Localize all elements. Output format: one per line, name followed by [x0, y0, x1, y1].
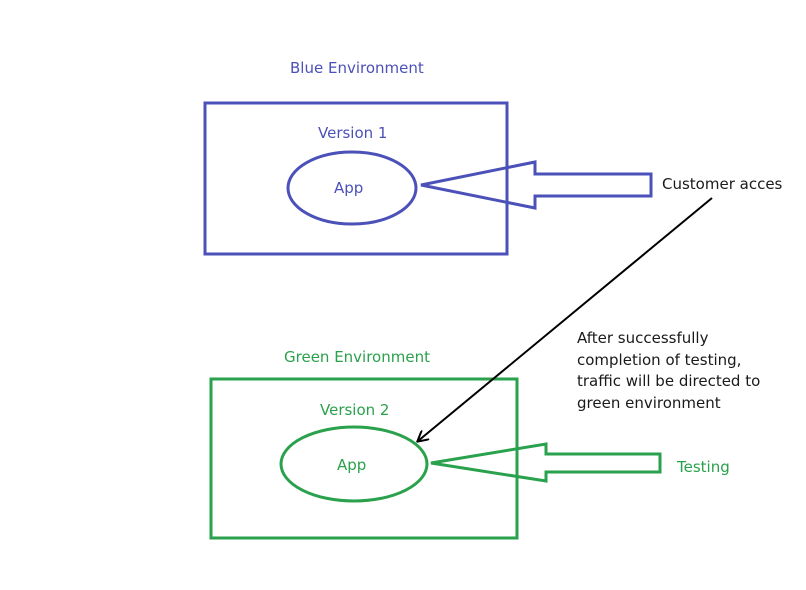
customer-traffic-arrow — [420, 160, 653, 210]
redirect-connector-arrow — [418, 197, 713, 441]
customer-access-label: Customer acces — [662, 175, 783, 193]
switch-note: After successfully completion of testing… — [577, 329, 761, 412]
testing-label: Testing — [677, 458, 730, 476]
blue-app-node — [286, 150, 418, 226]
green-app-node — [279, 425, 429, 503]
blue-environment-title: Blue Environment — [290, 59, 424, 77]
green-environment-title: Green Environment — [284, 348, 430, 366]
green-environment-box — [209, 377, 519, 540]
blue-version-label: Version 1 — [318, 124, 388, 142]
green-app-label: App — [337, 456, 367, 474]
blue-app-label: App — [334, 179, 364, 197]
green-version-label: Version 2 — [320, 401, 390, 419]
testing-traffic-arrow — [430, 442, 662, 483]
blue-environment-box — [203, 101, 509, 256]
